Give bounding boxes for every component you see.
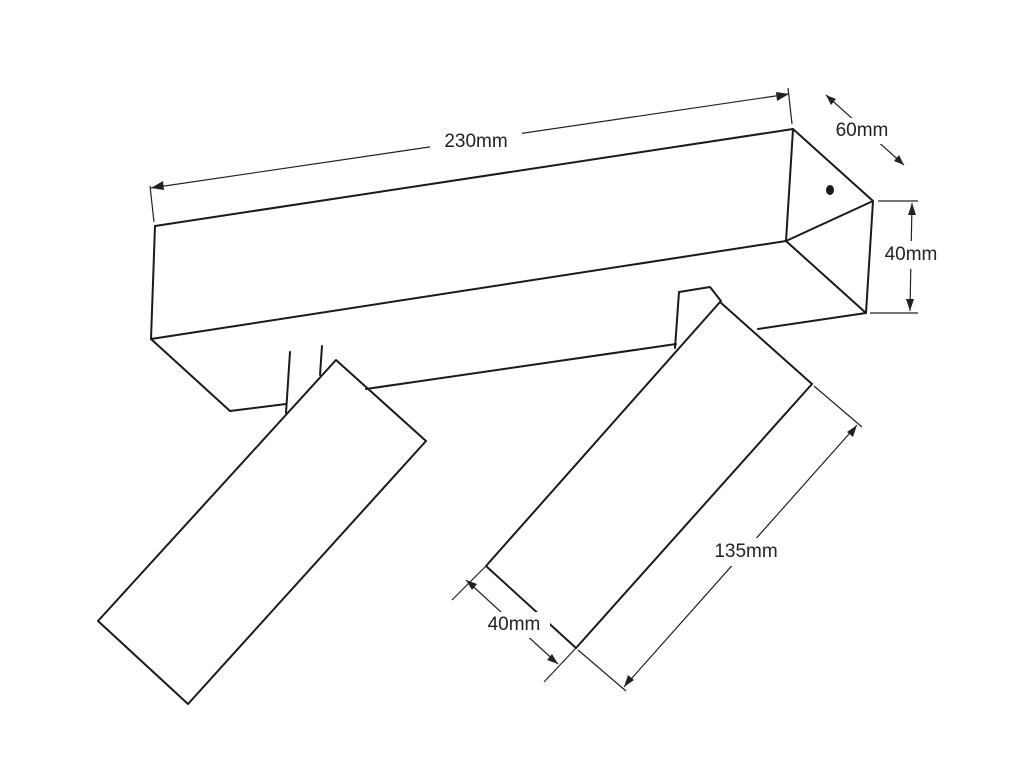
left-spotlight bbox=[97, 345, 427, 705]
dim-40-spot-ext-right bbox=[543, 647, 577, 683]
dimension-230mm: 230mm bbox=[149, 87, 793, 223]
dim-135-arrow-top bbox=[847, 425, 857, 437]
dim-40-spot-label: 40mm bbox=[488, 614, 541, 635]
left-spot-bracket-a bbox=[285, 351, 291, 414]
dim-135-ext-top bbox=[813, 385, 863, 428]
bar-top-face bbox=[150, 128, 874, 340]
dim-135-ext-bottom bbox=[577, 649, 627, 692]
left-spot-body bbox=[97, 359, 427, 705]
bar-bottom-face bbox=[150, 338, 287, 412]
dimension-40mm-bar: 40mm bbox=[870, 200, 948, 314]
dim-135-label: 135mm bbox=[714, 541, 777, 562]
bar-end-edge-back bbox=[785, 128, 794, 242]
bar-bottom-edge-right bbox=[757, 312, 867, 330]
dim-60-arrow-top bbox=[826, 95, 836, 105]
dim-230-label: 230mm bbox=[444, 131, 507, 152]
bar-bottom-edge-mid bbox=[365, 343, 677, 390]
ceiling-bar bbox=[150, 128, 874, 412]
left-spot-bracket-b bbox=[319, 345, 323, 376]
right-spot-bracket bbox=[674, 286, 722, 349]
right-spot-body bbox=[485, 301, 813, 649]
dim-40-bar-arrow-bottom bbox=[906, 299, 914, 311]
dim-230-extension-left bbox=[149, 185, 155, 223]
dim-60-arrow-bottom bbox=[894, 155, 904, 165]
dim-230-extension-right bbox=[787, 87, 793, 125]
dim-40-bar-arrow-top bbox=[908, 203, 916, 215]
dimension-60mm: 60mm bbox=[825, 94, 905, 166]
dim-135-arrow-bottom bbox=[624, 675, 634, 687]
dim-40-spot-arrow-left bbox=[466, 580, 477, 590]
dimension-40mm-spot: 40mm bbox=[451, 565, 577, 683]
bar-front-top-edge bbox=[150, 225, 156, 340]
dim-60-label: 60mm bbox=[836, 120, 889, 141]
dim-230-arrow-left bbox=[151, 181, 164, 190]
dim-40-spot-arrow-right bbox=[547, 654, 558, 664]
dim-230-arrow-right bbox=[776, 92, 789, 101]
dimension-135mm: 135mm bbox=[577, 385, 863, 692]
bar-end-face bbox=[785, 200, 874, 314]
mounting-screw-hole bbox=[826, 185, 834, 195]
right-spotlight bbox=[485, 286, 813, 649]
dim-40-bar-label: 40mm bbox=[885, 244, 938, 265]
